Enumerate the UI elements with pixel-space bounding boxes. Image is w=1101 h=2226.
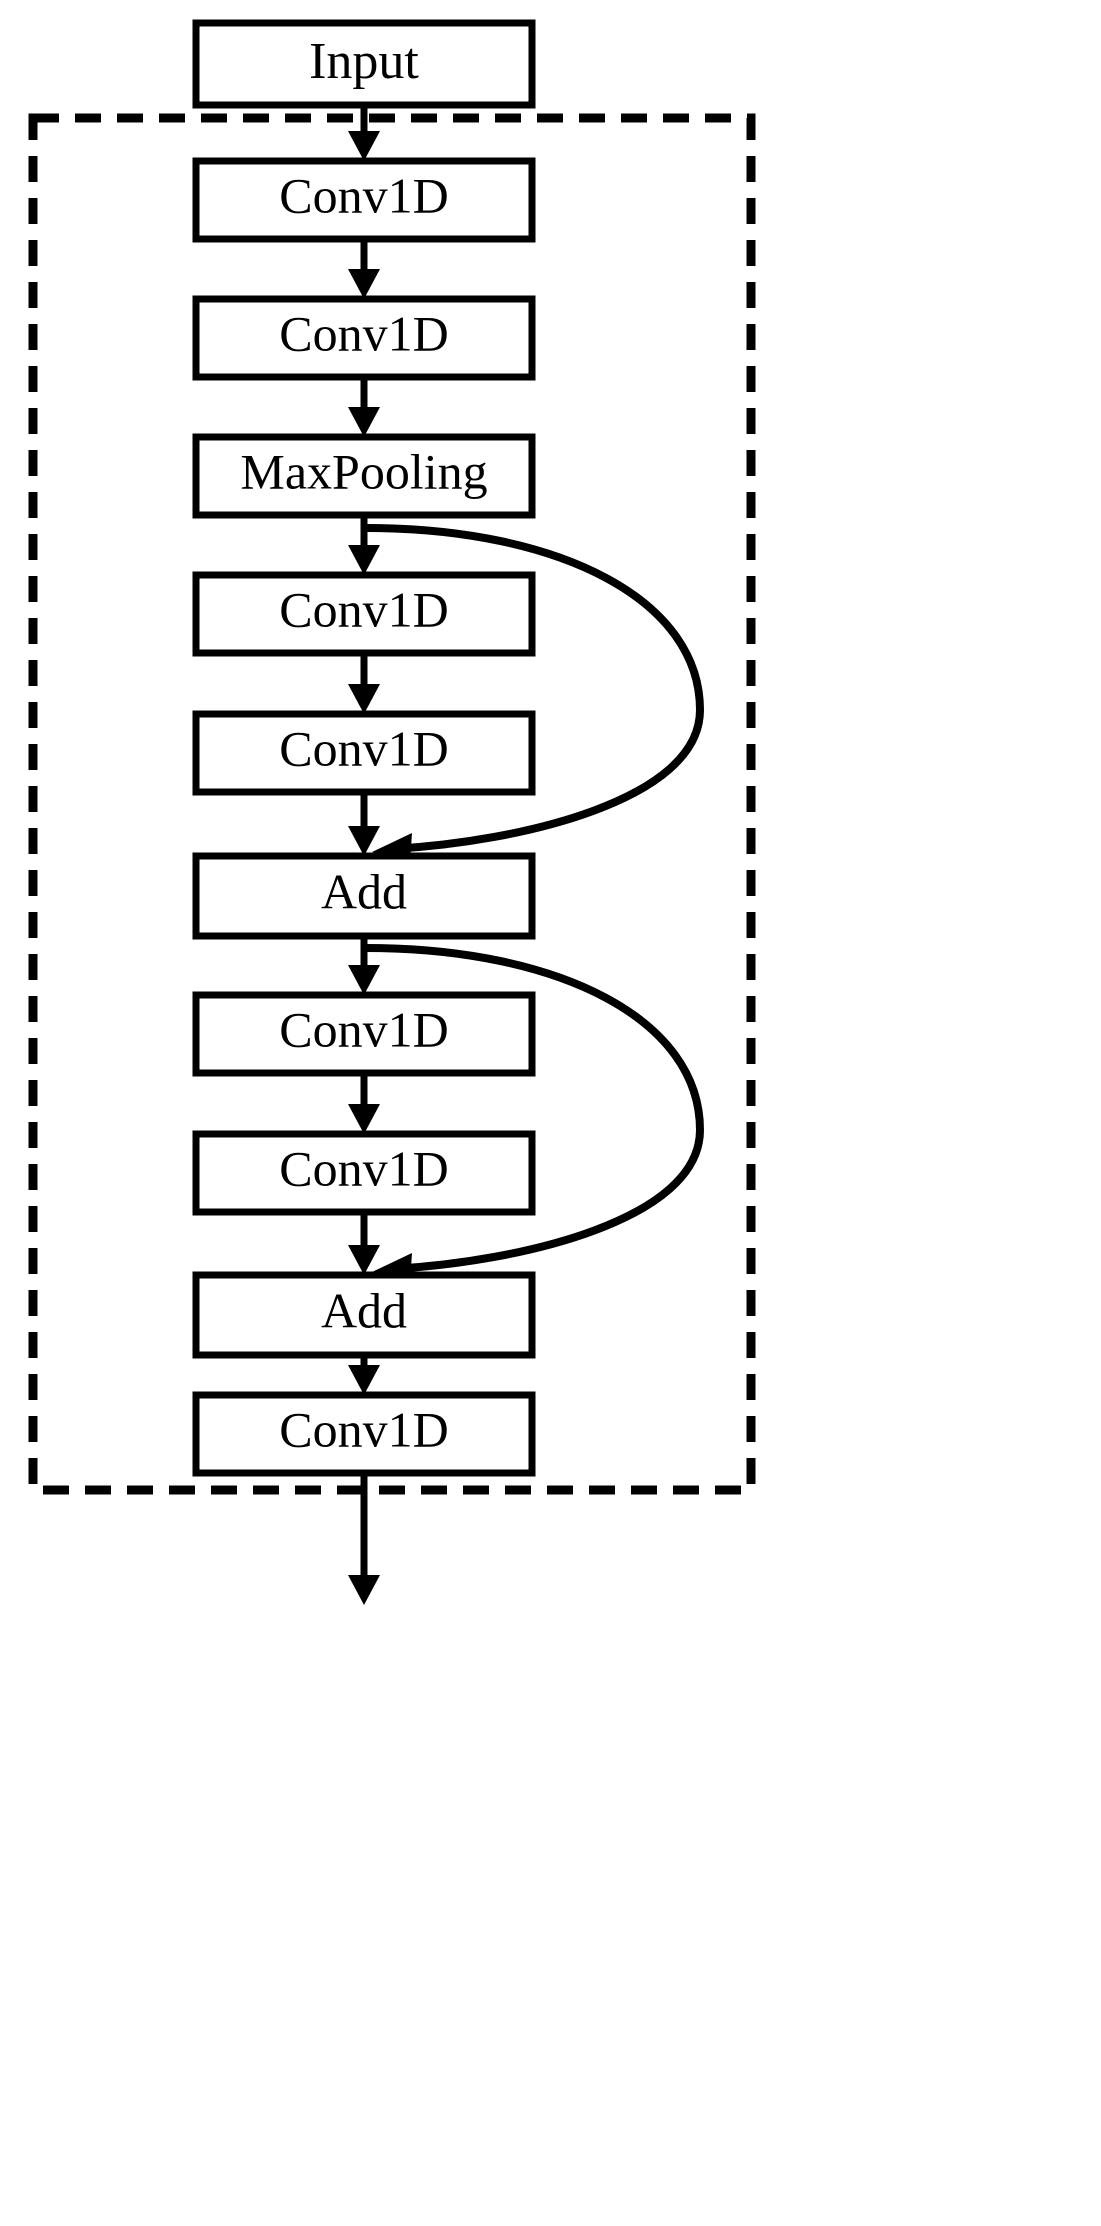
node-input-label: Input [309,33,419,90]
node-conv1d-7-label: Conv1D [279,1401,448,1457]
edge-add1-to-conv5 [348,936,380,995]
node-conv1d-5[interactable]: Conv1D [192,991,536,1077]
node-conv1d-4-label: Conv1D [279,720,448,776]
node-maxpooling[interactable]: MaxPooling [192,433,536,519]
node-conv1d-3-label: Conv1D [279,581,448,637]
edge-conv1-to-conv2 [348,239,380,299]
node-add-1-label: Add [321,863,407,919]
nodes: Input Conv1D Conv1D MaxPooling Conv1D Co [192,19,536,1477]
connectors [348,105,380,1605]
node-conv1d-2-label: Conv1D [279,305,448,361]
node-add-2-label: Add [321,1282,407,1338]
node-add-2[interactable]: Add [192,1271,536,1359]
node-conv1d-3[interactable]: Conv1D [192,571,536,657]
edge-conv5-to-conv6 [348,1073,380,1134]
edge-conv7-to-output [348,1473,380,1605]
node-conv1d-1[interactable]: Conv1D [192,157,536,243]
edge-conv3-to-conv4 [348,653,380,714]
node-maxpooling-label: MaxPooling [240,443,487,499]
edge-conv2-to-maxpool [348,377,380,437]
node-conv1d-5-label: Conv1D [279,1001,448,1057]
node-conv1d-7[interactable]: Conv1D [192,1391,536,1477]
edge-conv6-to-add2 [348,1212,380,1275]
node-add-1[interactable]: Add [192,852,536,940]
node-conv1d-6-label: Conv1D [279,1140,448,1196]
node-input[interactable]: Input [192,19,536,109]
edge-maxpool-to-conv3 [348,515,380,575]
edge-input-to-conv1 [348,105,380,161]
edge-conv4-to-add1 [348,792,380,856]
residual-block-group-border [28,113,756,1495]
node-conv1d-6[interactable]: Conv1D [192,1130,536,1216]
edge-add2-to-conv7 [348,1355,380,1395]
node-conv1d-4[interactable]: Conv1D [192,710,536,796]
node-conv1d-2[interactable]: Conv1D [192,295,536,381]
skip-connections [365,524,705,1282]
node-conv1d-1-label: Conv1D [279,167,448,223]
